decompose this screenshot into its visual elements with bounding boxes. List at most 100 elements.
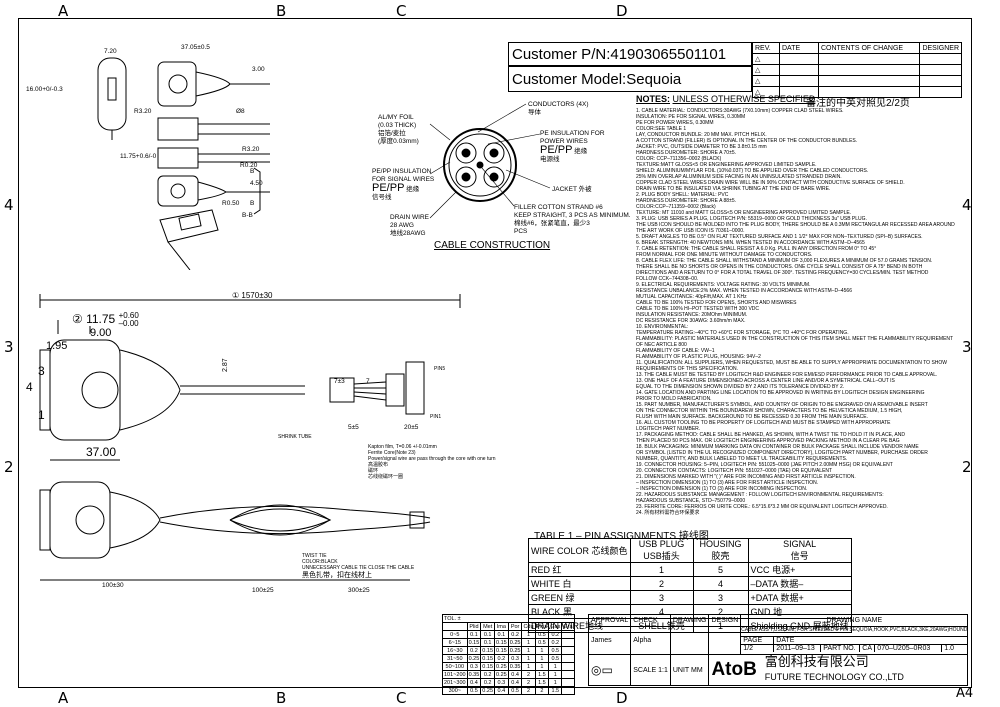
note-line: 2. PLUG BODY SHELL: MATERIAL: PVC [636, 192, 729, 198]
tb-drawing: DRAWING [669, 614, 710, 627]
assembly-drawing [39, 294, 461, 461]
rev-header-date: DATE [779, 42, 819, 54]
dim-1570: ① 1570±30 [232, 291, 273, 300]
jacket-label: JACKET 外被 [552, 183, 592, 193]
note-line: DC RESISTANCE FOR 30AWG: 3.60hm/m MAX. [636, 318, 746, 324]
note-line: 24. 所有材料需符合环保要求 [636, 510, 700, 516]
note-line: CABLE TO BE 100% HI–POT TESTED WITH 300 … [636, 306, 760, 312]
twist-tie: TWIST TIE [302, 553, 327, 559]
dim-900: 9.00 [90, 327, 112, 339]
zone-right-3: 3 [962, 338, 972, 356]
zone-bottom-d: D [616, 689, 628, 707]
dim-287: 2.87 [222, 358, 229, 372]
customer-model: Sequoia [626, 71, 682, 88]
assembly-cn2: 磁环 [368, 468, 379, 474]
note-line: HARDNESS DUROMETER: SHORE A 88±5. [636, 198, 736, 204]
signal-ins-big: PE/PP [372, 182, 405, 194]
packing-cn: 黑色扎带，扣在线材上 [302, 572, 372, 579]
dim-100b: 100±25 [252, 587, 274, 594]
note-line: FLUSH WITH MAIN SURFACE. BACKGROUND TO B… [636, 414, 868, 420]
zone-top-b: B [276, 2, 287, 20]
note-line: TEXTURE: MT 11010 and MATT GLOSS<5 OR EN… [636, 210, 852, 216]
note-line: 10. ENVIRONMENTAL: [636, 324, 689, 330]
revision-table: REV. DATE CONTENTS OF CHANGE DESIGNER △ … [752, 42, 962, 98]
jacket-en: JACKET [552, 186, 577, 193]
cable-construction-title: CABLE CONSTRUCTION [434, 240, 551, 251]
tb-part-no: 070–U205–0R03 [875, 645, 943, 652]
title-block: APPROVAL CHECK DRAWING DESIGN DRAWING NA… [587, 614, 969, 686]
signal-ins-en: PE/PP INSULATION FOR SIGNAL WIRES [372, 168, 435, 183]
foil-label: AL/MY FOIL (0.03 THICK) 铝箔/麦拉 (厚度0.03mm) [378, 114, 419, 146]
filler-cn: 棉线#6，张紧笔直，最少3 [514, 220, 590, 227]
notes-cn: 备注的中英对照见2/2页 [806, 98, 910, 109]
zone-top-c: C [396, 2, 407, 20]
note-line: 6. BREAK STRENGTH: 40 NEWTONS MIN. WHEN … [636, 240, 865, 246]
note-line: THERE SHALL BE NO SHORTS OR OPENS IN THE… [636, 264, 923, 270]
power-ins-cn: 绝缘 [574, 148, 588, 155]
drain-en: DRAIN WIRE [390, 214, 429, 221]
row-3: 3 [38, 364, 45, 378]
notes-list: 1. CABLE MATERIAL: CONDUCTORS:30AWG (7X0… [636, 108, 966, 516]
customer-model-box: Customer Model:Sequoia [508, 66, 752, 92]
tb-scale-label: SCALE [633, 666, 657, 674]
drain-awg: 28 AWG [390, 222, 414, 229]
note-line: 21. DIMENSIONS MARKED WITH "( )" ARE FOR… [636, 474, 856, 480]
zone-right-2: 2 [962, 458, 972, 476]
tb-date: 2011–09–13 [774, 645, 822, 652]
zone-bottom-b: B [276, 689, 287, 707]
zone-top-d: D [616, 2, 628, 20]
note-line: FLAMMABILITY OF CABLE: VW–1 [636, 348, 715, 354]
customer-pn-box: Customer P/N:41903065501101 [508, 42, 752, 66]
dim-20pm5: 20±5 [404, 424, 419, 431]
rev-row-mark: △ [752, 64, 780, 76]
note-line: CABLE TO BE 100% TESTED FOR OPENS, SHORT… [636, 300, 797, 306]
foil-cn2: (厚度0.03mm) [378, 138, 419, 145]
notes-header: NOTES: UNLESS OTHERWISE SPECIFIED [636, 94, 815, 104]
plug-dim-9: R0.50 [222, 200, 240, 207]
plug-dim-13: R3.20 [242, 146, 260, 153]
note-line: LOGITECH PART NUMBER. [636, 426, 701, 432]
note-line: HARDNESS DUROMETER: SHORE A 70±5. [636, 150, 736, 156]
plug-dim-8: R0.20 [240, 162, 258, 169]
filler-en: FILLER COTTON STRAND #6 [514, 204, 603, 211]
note-line: 5. DRAFT ANGLES TO BE 0.5° ON FLAT TEXTU… [636, 234, 923, 240]
power-ins-label: PE INSULATION FOR POWER WIRES PE/PP 绝缘 电… [540, 130, 610, 164]
note-line: 7. CABLE RETENTION: THE CABLE SHALL RESI… [636, 246, 877, 252]
dim-3700: 37.00 [86, 445, 117, 459]
note-line: TEXTURE:MATT GLOSS<5 OR ENGINEERING APPR… [636, 162, 817, 168]
tb-drawing-name-label: DRAWING NAME [740, 614, 969, 627]
note-line: INSULATION RESISTANCE: 20MOhm MINIMUM. [636, 312, 748, 318]
tb-approval-name: James [587, 626, 632, 655]
note-line: 13. ONE HALF OF A FEATURE DIMENSIONED AC… [636, 378, 895, 384]
tb-page-label: PAGE [741, 637, 775, 644]
note-line: THEN PLACED 50 PCS MAX. OR LOGITECH ENGI… [636, 438, 900, 444]
tb-company-cn: 富创科技有限公司 [764, 654, 869, 669]
note-line: COLOR:SEE TABLE 1 [636, 126, 687, 132]
tie-color: COLOR:BLACK [302, 559, 338, 565]
plug-dim-7: 11.75+0.6/-0 [120, 153, 157, 160]
plug-dim-3: 3.00 [252, 66, 265, 73]
note-line: INSULATION: PE FOR SIGNAL WIRES, 0.30MM [636, 114, 746, 120]
drain-label: DRAIN WIRE 28 AWG 地线28AWG [390, 214, 429, 238]
plug-dim-11: B [250, 200, 255, 207]
section-label: B-B [242, 212, 253, 219]
tb-design: DESIGN [708, 614, 742, 627]
third-angle-icon: ◎▭ [591, 663, 613, 677]
note-line: 11. QUALIFICATION: ALL SUPPLIERS, WHEN R… [636, 360, 947, 366]
customer-pn: 41903065501101 [610, 46, 727, 63]
filler-label: FILLER COTTON STRAND #6 KEEP STRAIGHT, 3… [514, 204, 631, 236]
note-line: 16. ALL CUSTOM TOOLING TO BE PROPERTY OF… [636, 420, 891, 426]
plug-dim-1: 7.20 [104, 48, 117, 55]
note-line: MUTUAL CAPACITANCE: 40pF/ft,MAX. AT 1 KH… [636, 294, 747, 300]
rev-row-mark: △ [752, 53, 780, 65]
filler-pcs: PCS [514, 228, 528, 235]
tb-brand: AtoB [711, 659, 757, 680]
